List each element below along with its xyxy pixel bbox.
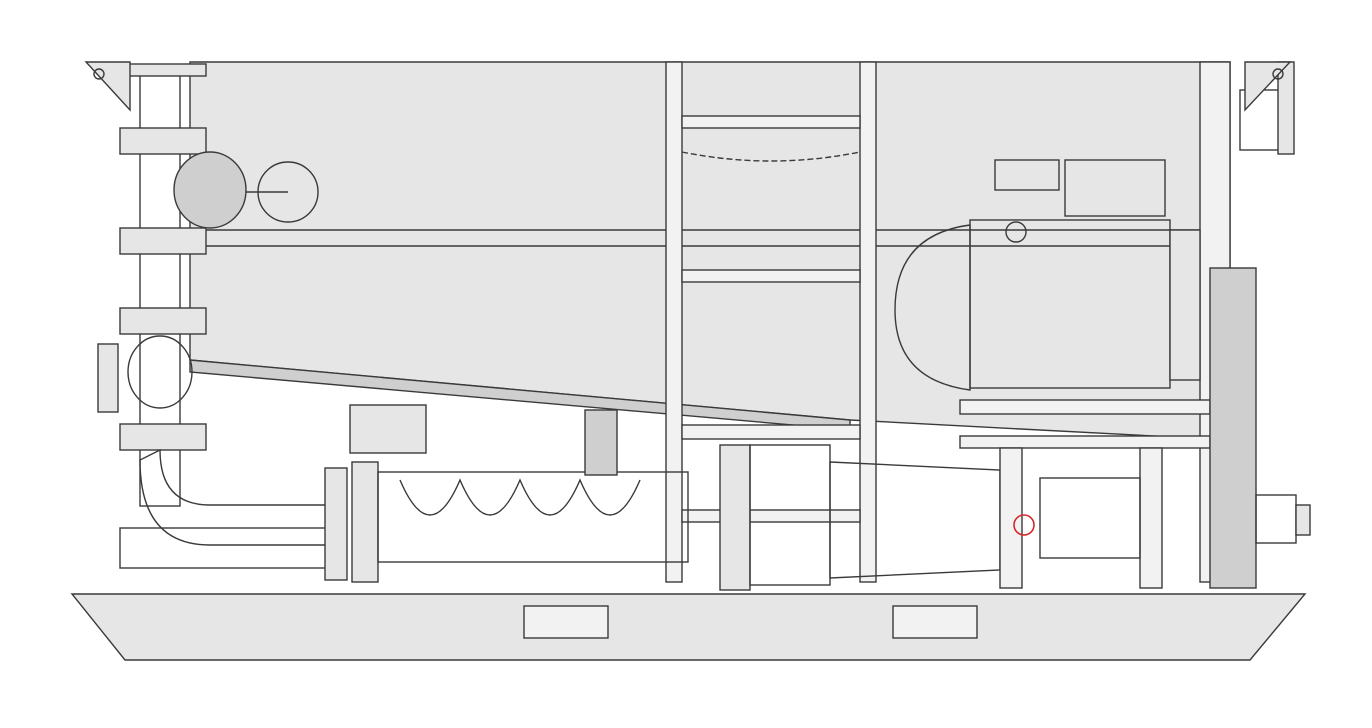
ladder: [665, 61, 877, 583]
suction-pipe-with-valve: [97, 63, 331, 546]
base-frame: [70, 593, 1307, 661]
lifting-lug-left: [84, 61, 131, 112]
lifting-lug-right: [1244, 61, 1292, 112]
red-circle-marker: [1013, 514, 1035, 536]
right-outlet-pipe: [1209, 61, 1311, 589]
lower-pipe: [119, 527, 331, 569]
coupling: [1039, 477, 1141, 559]
electric-motor: [894, 159, 1211, 589]
progressive-cavity-pump: [324, 404, 1001, 591]
